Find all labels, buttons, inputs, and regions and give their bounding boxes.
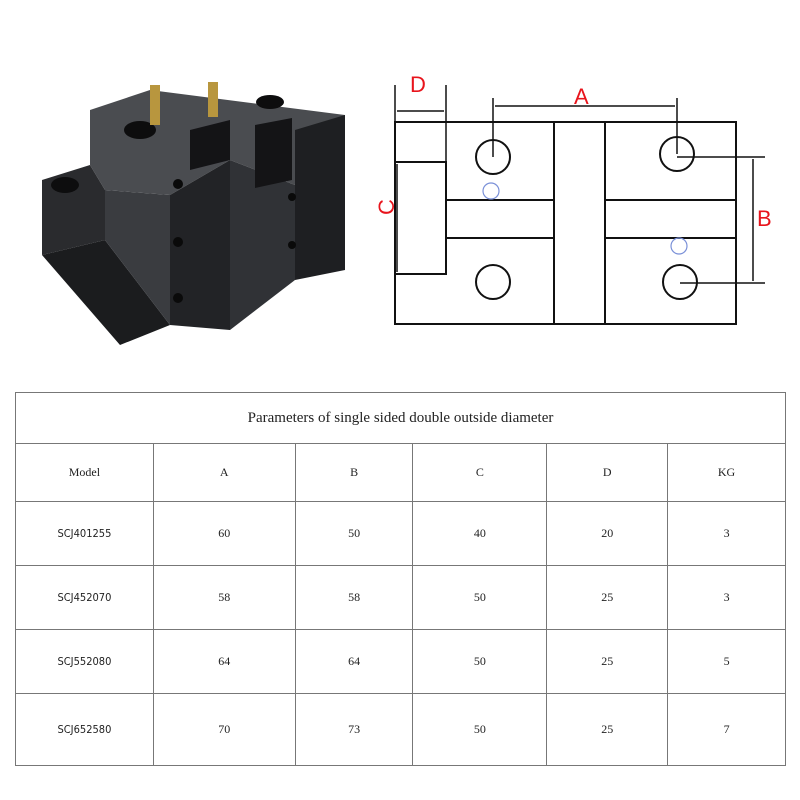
bolt-hole: [51, 177, 79, 193]
header-cell: D: [546, 443, 669, 502]
cell: 58: [152, 565, 296, 630]
cell: 5: [667, 629, 786, 694]
cell: 40: [412, 501, 548, 566]
dim-label-b: B: [757, 206, 772, 231]
table-row: SCJ401255 60 50 40 20 3: [15, 501, 786, 566]
cell: 60: [152, 501, 296, 566]
cell: 25: [546, 629, 669, 694]
tool-holder-photo: [42, 82, 345, 345]
cell: 50: [412, 629, 548, 694]
model-cell: SCJ552080: [15, 629, 154, 694]
cell: 25: [546, 565, 669, 630]
cell: 73: [294, 693, 414, 766]
cell: 50: [412, 693, 548, 766]
cell: 25: [546, 693, 669, 766]
cell: 70: [152, 693, 296, 766]
header-cell: KG: [667, 443, 786, 502]
model-cell: SCJ452070: [15, 565, 154, 630]
cell: 64: [152, 629, 296, 694]
parameters-table: Parameters of single sided double outsid…: [15, 392, 786, 766]
model-cell: SCJ652580: [15, 693, 154, 766]
cell: 58: [294, 565, 414, 630]
cell: 3: [667, 565, 786, 630]
table-row: SCJ452070 58 58 50 25 3: [15, 565, 786, 630]
header-cell: C: [412, 443, 548, 502]
table-row: SCJ552080 64 64 50 25 5: [15, 629, 786, 694]
table-header-row: Model A B C D KG: [15, 443, 786, 502]
model-cell: SCJ401255: [15, 501, 154, 566]
dim-label-a: A: [574, 84, 589, 109]
cell: 64: [294, 629, 414, 694]
header-cell: Model: [15, 443, 154, 502]
header-cell: B: [294, 443, 414, 502]
table-title: Parameters of single sided double outsid…: [15, 392, 786, 444]
dim-label-c: C: [374, 199, 399, 215]
table-row: SCJ652580 70 73 50 25 7: [15, 693, 786, 766]
cell: 50: [412, 565, 548, 630]
header-cell: A: [152, 443, 296, 502]
dimension-drawing: D A B C: [374, 72, 772, 325]
cell: 50: [294, 501, 414, 566]
cell: 20: [546, 501, 669, 566]
cell: 3: [667, 501, 786, 566]
grease-fitting: [150, 85, 160, 125]
cell: 7: [667, 693, 786, 766]
dim-label-d: D: [410, 72, 426, 97]
